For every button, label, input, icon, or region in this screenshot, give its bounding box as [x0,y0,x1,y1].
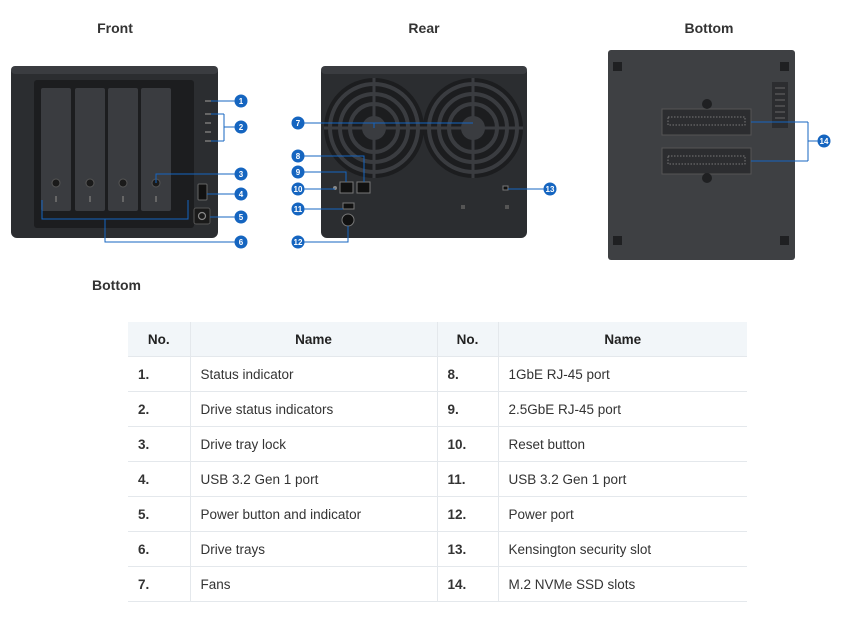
drive-status-led [205,113,211,115]
fan-icon [423,78,523,178]
drive-status-led [205,122,211,124]
callout-number: 6 [239,238,244,247]
callout-number: 2 [239,123,244,132]
rear-device-illustration [321,66,527,238]
component-number: 6. [128,531,191,567]
component-name: USB 3.2 Gen 1 port [190,461,438,497]
rj45-port-icon [339,181,354,194]
power-port-icon [341,213,355,227]
component-number: 9. [437,391,499,427]
component-name: Fans [190,566,438,602]
callout-number: 1 [239,97,244,106]
component-name: USB 3.2 Gen 1 port [498,461,747,497]
column-header-no: No. [128,322,191,357]
callout-badge-4: 4 [234,187,248,201]
callout-number: 5 [239,213,244,222]
callout-badge-6: 6 [234,235,248,249]
callout-badge-2: 2 [234,120,248,134]
callout-number: 8 [296,152,301,161]
callout-badge-3: 3 [234,167,248,181]
callout-badge-12: 12 [291,235,305,249]
column-header-name: Name [498,322,747,357]
callout-badge-1: 1 [234,94,248,108]
rear-view-title: Rear [408,20,440,36]
component-name: Status indicator [190,356,438,392]
callout-number: 11 [294,205,303,214]
component-number: 11. [437,461,499,497]
drive-tray [75,88,105,211]
component-name: Drive trays [190,531,438,567]
status-indicator-led [205,100,211,102]
component-name: Drive status indicators [190,391,438,427]
usb-port-icon [342,202,355,210]
callout-number: 10 [294,185,303,194]
callout-number: 3 [239,170,244,179]
m2-slot-cover [661,147,752,175]
component-number: 4. [128,461,191,497]
drive-status-led [205,140,211,142]
component-name: Power button and indicator [190,496,438,532]
component-number: 8. [437,356,499,392]
figure-caption: Bottom [92,277,141,293]
callout-badge-13: 13 [543,182,557,196]
table-header-row: No. Name No. Name [128,322,747,357]
usb-port-icon [197,183,208,201]
drive-tray [108,88,138,211]
front-view-title: Front [97,20,133,36]
m2-slot-cover [661,108,752,136]
component-number: 10. [437,426,499,462]
component-number: 13. [437,531,499,567]
drive-tray [41,88,71,211]
callout-badge-10: 10 [291,182,305,196]
component-number: 1. [128,356,191,392]
callout-number: 14 [820,137,829,146]
component-name: 2.5GbE RJ-45 port [498,391,747,427]
bottom-device-illustration [608,50,795,260]
column-header-no: No. [437,322,499,357]
drive-status-led [205,131,211,133]
callout-badge-8: 8 [291,149,305,163]
drive-tray [141,88,171,211]
callout-number: 13 [546,185,555,194]
component-name: Power port [498,496,747,532]
bottom-view-title: Bottom [684,20,734,36]
power-button-icon [193,207,211,225]
component-name: 1GbE RJ-45 port [498,356,747,392]
component-number: 2. [128,391,191,427]
callout-badge-11: 11 [291,202,305,216]
callout-number: 9 [296,168,301,177]
callout-badge-7: 7 [291,116,305,130]
callout-badge-14: 14 [817,134,831,148]
component-number: 7. [128,566,191,602]
component-name: Drive tray lock [190,426,438,462]
callout-number: 7 [296,119,301,128]
callout-badge-9: 9 [291,165,305,179]
kensington-slot-icon [502,185,509,191]
component-name: M.2 NVMe SSD slots [498,566,747,602]
component-number: 5. [128,496,191,532]
component-number: 14. [437,566,499,602]
callout-number: 12 [294,238,303,247]
callout-number: 4 [239,190,244,199]
rj45-port-icon [356,181,371,194]
component-name: Reset button [498,426,747,462]
component-number: 3. [128,426,191,462]
component-number: 12. [437,496,499,532]
front-device-illustration [11,66,218,238]
callout-badge-5: 5 [234,210,248,224]
column-header-name: Name [190,322,438,357]
component-name: Kensington security slot [498,531,747,567]
